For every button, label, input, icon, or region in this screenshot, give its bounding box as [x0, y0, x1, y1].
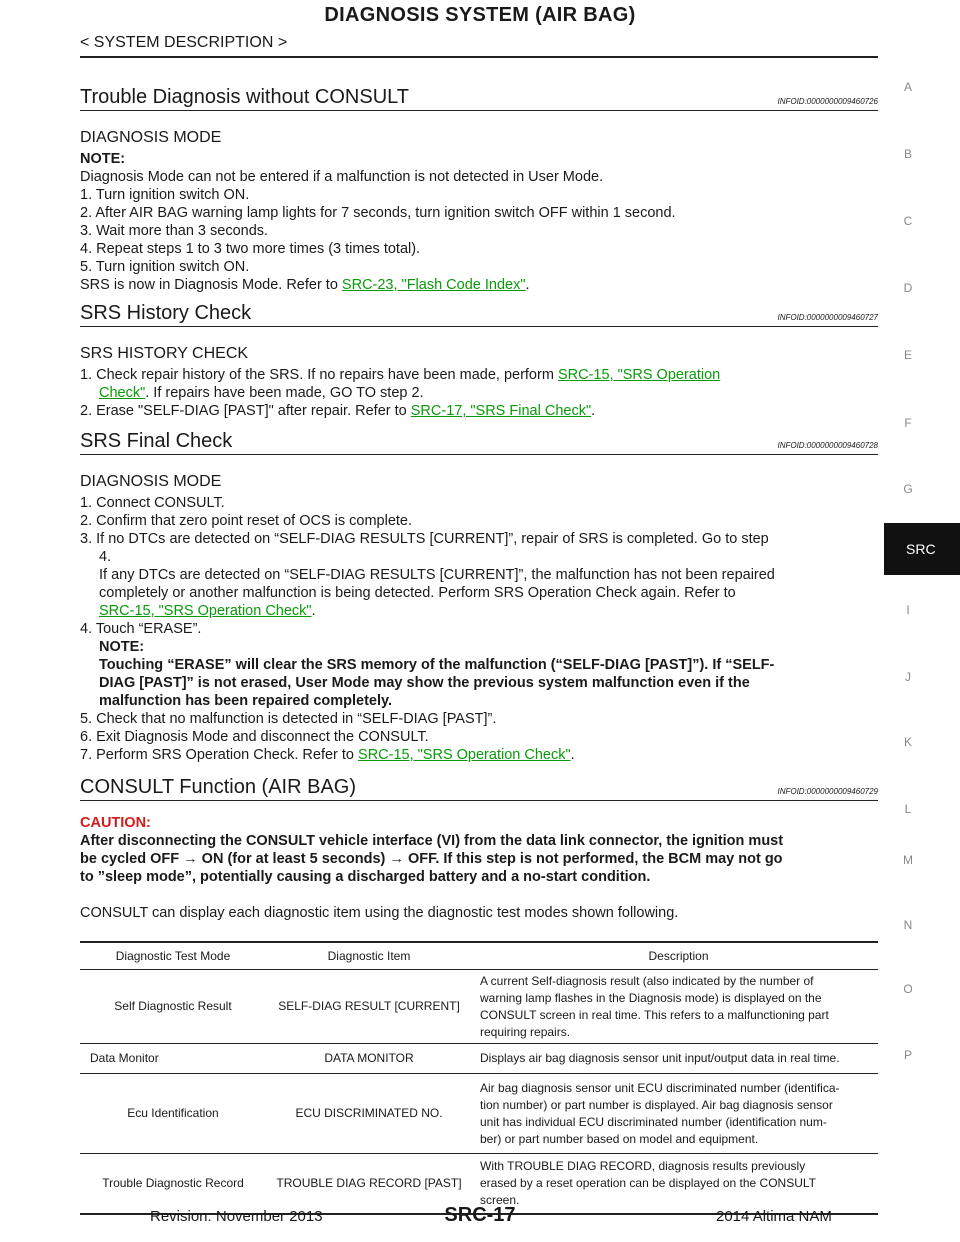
table-cell-mode: Data Monitor — [80, 1043, 266, 1074]
note-text: malfunction has been repaired completely… — [99, 693, 393, 709]
step-item: 7. Perform SRS Operation Check. Refer to… — [80, 747, 575, 763]
step-item: 5. Check that no malfunction is detected… — [80, 711, 497, 727]
link-srs-operation-check[interactable]: SRC-15, "SRS Operation Check" — [99, 603, 312, 619]
table-header: Description — [472, 941, 878, 970]
table-cell-description: Air bag diagnosis sensor unit ECU discri… — [472, 1073, 878, 1154]
section-title-srs-history: SRS History Check — [80, 302, 252, 324]
caution-text: After disconnecting the CONSULT vehicle … — [80, 833, 784, 849]
side-index-f[interactable]: F — [904, 416, 912, 430]
link-srs-operation-check[interactable]: SRC-15, "SRS Operation Check" — [358, 747, 571, 763]
note-text: DIAG [PAST]” is not erased, User Mode ma… — [99, 675, 750, 691]
table-row: Ecu Identification ECU DISCRIMINATED NO.… — [80, 1073, 878, 1154]
table-cell-mode: Trouble Diagnostic Record — [80, 1153, 266, 1215]
footer-model: 2014 Altima NAM — [716, 1208, 832, 1225]
caution-text: to ”sleep mode”, potentially causing a d… — [80, 869, 651, 885]
subheading-diagnosis-mode: DIAGNOSIS MODE — [80, 129, 222, 146]
section-title-srs-final-check: SRS Final Check — [80, 430, 233, 452]
side-index-b[interactable]: B — [903, 147, 912, 161]
table-cell-description: Displays air bag diagnosis sensor unit i… — [472, 1043, 878, 1074]
header-divider — [80, 56, 878, 58]
step-item: 2. Erase "SELF-DIAG [PAST]" after repair… — [80, 403, 596, 419]
section-divider — [80, 326, 878, 327]
table-cell-item: TROUBLE DIAG RECORD [PAST] — [266, 1153, 472, 1215]
step-item: 3. If no DTCs are detected on “SELF-DIAG… — [80, 531, 769, 547]
side-index-c[interactable]: C — [903, 214, 913, 228]
section-divider — [80, 800, 878, 801]
side-index-k[interactable]: K — [903, 735, 912, 749]
link-srs-final-check[interactable]: SRC-17, "SRS Final Check" — [410, 403, 592, 419]
side-index-l[interactable]: L — [904, 802, 912, 816]
info-id: INFOID:0000000009460728 — [777, 441, 878, 450]
step-item-continued: SRC-15, "SRS Operation Check". — [99, 603, 316, 619]
step-item: 3. Wait more than 3 seconds. — [80, 223, 269, 239]
note-text: Touching “ERASE” will clear the SRS memo… — [99, 657, 775, 673]
step-item-continued: completely or another malfunction is bei… — [99, 585, 736, 601]
side-index-j[interactable]: J — [905, 670, 911, 684]
side-index-m[interactable]: M — [903, 853, 913, 867]
note-text: Diagnosis Mode can not be entered if a m… — [80, 169, 604, 185]
step-item: 5. Turn ignition switch ON. — [80, 259, 250, 275]
side-index-g[interactable]: G — [903, 482, 913, 496]
table-row: Self Diagnostic Result SELF-DIAG RESULT … — [80, 969, 878, 1044]
step-item: 4. Touch “ERASE”. — [80, 621, 202, 637]
note-label: NOTE: — [99, 639, 145, 655]
link-srs-operation-check[interactable]: Check" — [99, 385, 146, 401]
table-cell-item: DATA MONITOR — [266, 1043, 472, 1074]
step-item-continued: Check". If repairs have been made, GO TO… — [99, 385, 424, 401]
table-header: Diagnostic Test Mode — [80, 941, 266, 970]
footer-revision: Revision: November 2013 — [150, 1208, 323, 1225]
section-title-consult-function: CONSULT Function (AIR BAG) — [80, 776, 356, 798]
step-item-continued: If any DTCs are detected on “SELF-DIAG R… — [99, 567, 775, 583]
table-row: Trouble Diagnostic Record TROUBLE DIAG R… — [80, 1153, 878, 1215]
table-row: Data Monitor DATA MONITOR Displays air b… — [80, 1043, 878, 1074]
diagnostic-test-mode-table: Diagnostic Test Mode Diagnostic Item Des… — [80, 941, 878, 1215]
table-cell-item: ECU DISCRIMINATED NO. — [266, 1073, 472, 1154]
side-index-i[interactable]: I — [906, 603, 910, 617]
link-srs-operation-check[interactable]: SRC-15, "SRS Operation — [557, 367, 721, 383]
side-index-d[interactable]: D — [903, 281, 913, 295]
side-index-o[interactable]: O — [903, 982, 913, 996]
step-item: 1. Turn ignition switch ON. — [80, 187, 250, 203]
step-item: 4. Repeat steps 1 to 3 two more times (3… — [80, 241, 421, 257]
note-label: NOTE: — [80, 151, 126, 167]
table-cell-mode: Ecu Identification — [80, 1073, 266, 1154]
side-index-p[interactable]: P — [903, 1048, 912, 1062]
section-divider — [80, 110, 878, 111]
refer-suffix: . — [525, 277, 530, 293]
page-title: DIAGNOSIS SYSTEM (AIR BAG) — [324, 4, 636, 26]
refer-line: SRS is now in Diagnosis Mode. Refer to S… — [80, 276, 530, 294]
table-cell-description: A current Self-diagnosis result (also in… — [472, 969, 878, 1044]
info-id: INFOID:0000000009460726 — [777, 97, 878, 106]
caution-text: be cycled OFF → ON (for at least 5 secon… — [80, 851, 783, 867]
caution-label: CAUTION: — [80, 815, 151, 831]
side-index-n[interactable]: N — [903, 918, 913, 932]
step-item: 2. After AIR BAG warning lamp lights for… — [80, 205, 676, 221]
side-index-a[interactable]: A — [903, 80, 912, 94]
table-header-row: Diagnostic Test Mode Diagnostic Item Des… — [80, 941, 878, 970]
footer-page-number: SRC-17 — [444, 1204, 516, 1226]
info-id: INFOID:0000000009460727 — [777, 313, 878, 322]
refer-text: SRS is now in Diagnosis Mode. Refer to — [80, 277, 342, 293]
intro-text: CONSULT can display each diagnostic item… — [80, 905, 679, 921]
step-item-continued: 4. — [99, 549, 112, 565]
subheading-diagnosis-mode: DIAGNOSIS MODE — [80, 473, 222, 490]
step-item: 2. Confirm that zero point reset of OCS … — [80, 513, 413, 529]
table-cell-description: With TROUBLE DIAG RECORD, diagnosis resu… — [472, 1153, 878, 1215]
side-index-e[interactable]: E — [903, 348, 912, 362]
section-breadcrumb: < SYSTEM DESCRIPTION > — [80, 34, 288, 51]
table-cell-mode: Self Diagnostic Result — [80, 969, 266, 1044]
table-cell-item: SELF-DIAG RESULT [CURRENT] — [266, 969, 472, 1044]
step-item: 1. Check repair history of the SRS. If n… — [80, 367, 721, 383]
link-flash-code-index[interactable]: SRC-23, "Flash Code Index" — [341, 277, 526, 293]
info-id: INFOID:0000000009460729 — [777, 787, 878, 796]
side-tab-src[interactable]: SRC — [884, 523, 960, 575]
table-header: Diagnostic Item — [266, 941, 472, 970]
step-item: 1. Connect CONSULT. — [80, 495, 225, 511]
step-item: 6. Exit Diagnosis Mode and disconnect th… — [80, 729, 429, 745]
section-title-trouble-diagnosis: Trouble Diagnosis without CONSULT — [80, 86, 410, 108]
section-divider — [80, 454, 878, 455]
subheading-srs-history-check: SRS HISTORY CHECK — [80, 345, 249, 362]
